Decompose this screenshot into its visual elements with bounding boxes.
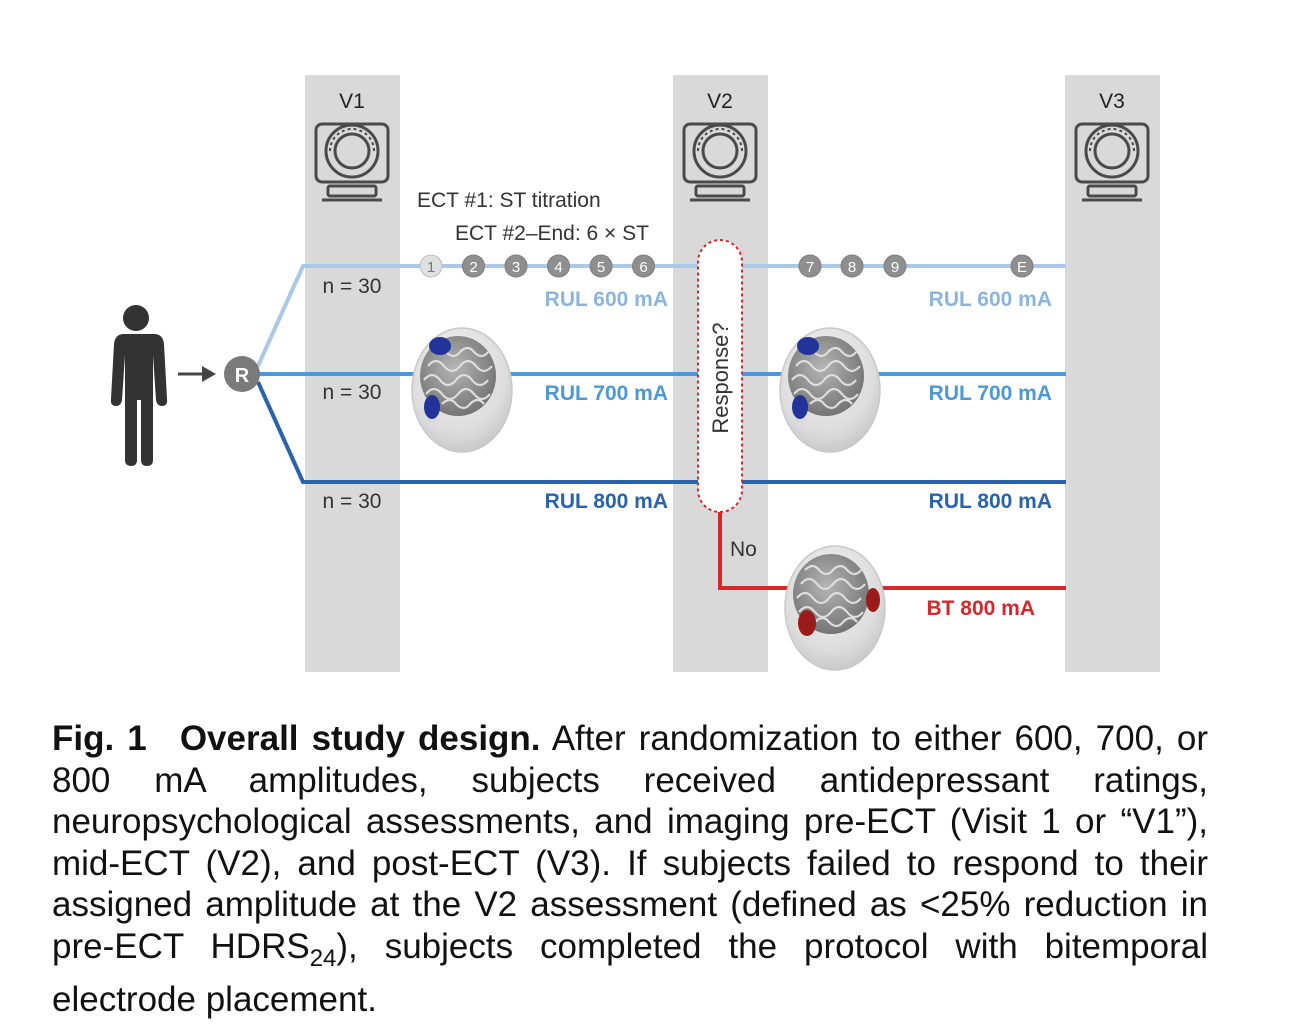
- person-icon: [110, 305, 168, 466]
- no-label: No: [730, 538, 757, 561]
- visit-label-v1: V1: [339, 90, 365, 113]
- figure-title: Overall study design.: [179, 719, 541, 758]
- bt-arm-line: [718, 512, 1066, 590]
- response-decision: Response?: [697, 239, 743, 513]
- session-markers-post: 7 8 9 E: [798, 254, 1034, 278]
- arm-n-label: n = 30: [323, 490, 382, 513]
- session-marker: [840, 254, 864, 278]
- figure-label: Fig. 1: [52, 719, 147, 758]
- session-marker: [589, 254, 613, 278]
- caption-subscript: 24: [309, 944, 337, 972]
- session-marker-label: E: [1017, 259, 1027, 276]
- arm-label-800-post: RUL 800 mA: [929, 490, 1052, 513]
- arrow-icon: [178, 366, 216, 382]
- brain-head-rul-icon: [410, 326, 514, 454]
- brain-head-rul-icon: [778, 326, 882, 454]
- arm-n-label: n = 30: [323, 275, 382, 298]
- arm-label-700: RUL 700 mA: [545, 382, 668, 405]
- session-marker-label: 4: [554, 259, 562, 276]
- session-marker-label: 7: [806, 259, 814, 276]
- visit-label-v3: V3: [1099, 90, 1125, 113]
- figure-caption: Fig. 1 Overall study design. After rando…: [52, 718, 1208, 1021]
- session-marker: [504, 254, 528, 278]
- caption-text: After randomization to either 600, 700, …: [52, 719, 1208, 966]
- arm-n-label: n = 30: [323, 381, 382, 404]
- session-marker-label: 1: [427, 259, 435, 276]
- session-marker: [547, 254, 570, 278]
- session-marker: [798, 254, 822, 278]
- bt-arm-label: BT 800 mA: [926, 597, 1035, 620]
- randomize-label: R: [235, 365, 250, 387]
- visit-band-v3: [1065, 75, 1160, 672]
- arm-label-600: RUL 600 mA: [545, 288, 668, 311]
- session-marker: [419, 254, 443, 278]
- arm-line-800: [256, 381, 700, 484]
- response-label: Response?: [708, 322, 733, 433]
- ect-note-sessions: ECT #2–End: 6 × ST: [455, 222, 649, 245]
- session-marker: [883, 254, 907, 278]
- study-design-diagram: V1 V2 V3 R n = 30 n = 30 n = 30 ECT #1: …: [110, 75, 1160, 672]
- caption-text-end: ), subjects completed the protocol with …: [52, 926, 1208, 1020]
- session-marker: [462, 254, 485, 278]
- ect-note-titration: ECT #1: ST titration: [417, 189, 601, 212]
- session-marker-label: 6: [639, 259, 647, 276]
- session-marker-label: 8: [848, 259, 856, 276]
- randomize-node: R: [224, 356, 260, 392]
- visit-label-v2: V2: [707, 90, 733, 113]
- session-markers-pre: 1 2 3 4 5 6: [419, 254, 655, 278]
- arm-label-800: RUL 800 mA: [545, 490, 668, 513]
- arm-label-600-post: RUL 600 mA: [929, 288, 1052, 311]
- session-marker-label: 9: [891, 259, 899, 276]
- session-marker: [1010, 254, 1034, 278]
- session-marker-label: 2: [469, 259, 477, 276]
- session-marker: [632, 254, 655, 278]
- brain-head-bt-icon: [783, 544, 887, 672]
- session-marker-label: 3: [512, 259, 520, 276]
- arm-label-700-post: RUL 700 mA: [929, 382, 1052, 405]
- session-marker-label: 5: [597, 259, 605, 276]
